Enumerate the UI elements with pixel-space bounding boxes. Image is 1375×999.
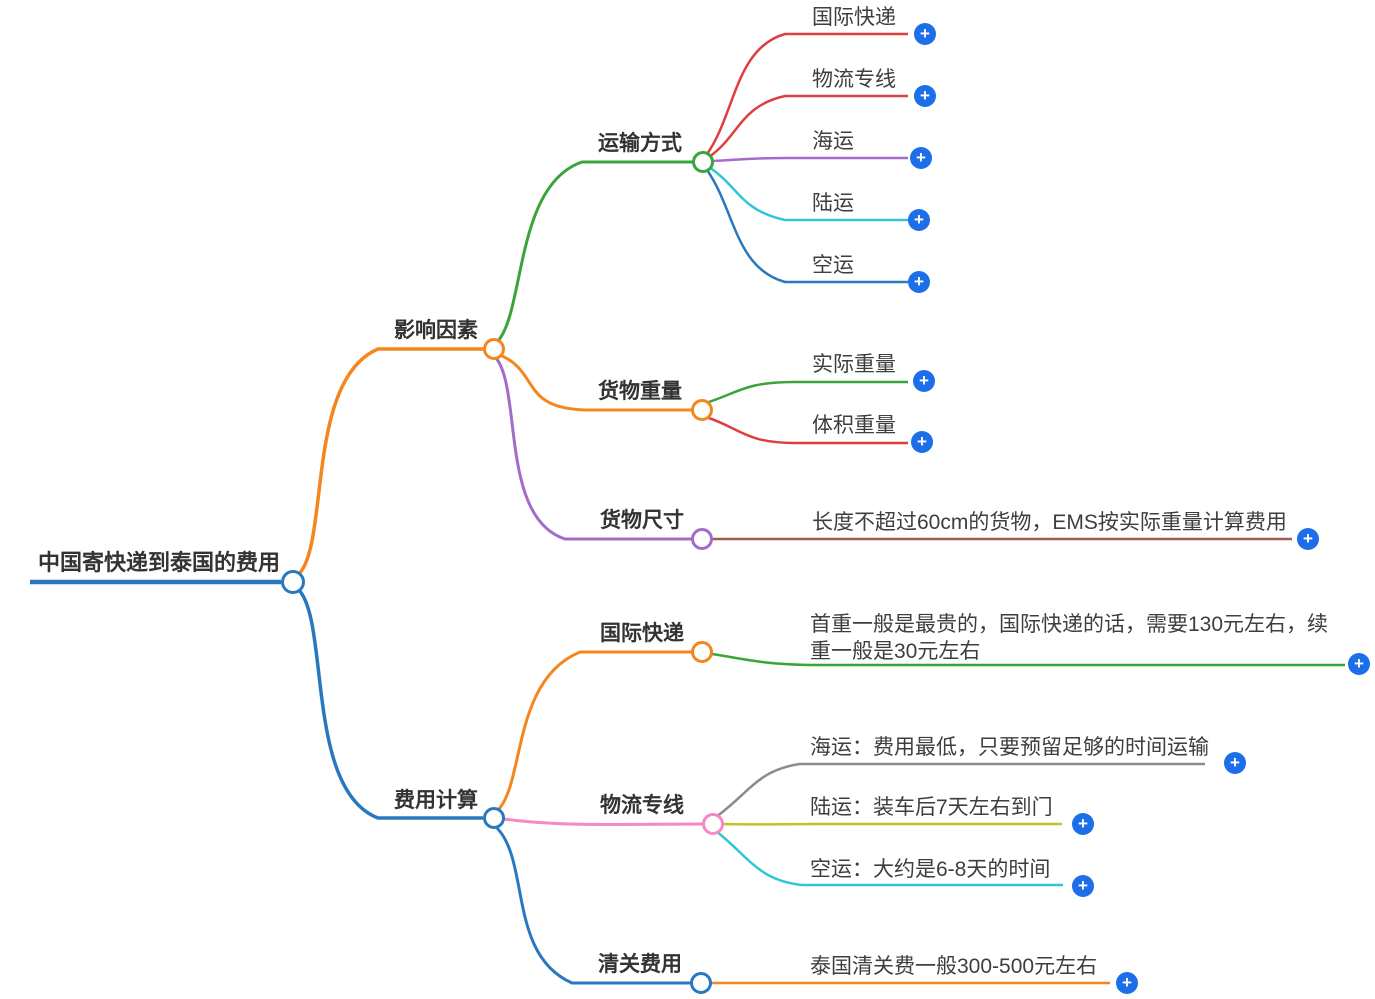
edge-influencing-factors [296, 347, 483, 577]
edge-sea-freight [712, 156, 908, 163]
node-root[interactable]: 中国寄快递到泰国的费用 [38, 550, 281, 575]
add-node-button[interactable]: + [908, 271, 930, 293]
add-node-button[interactable]: + [910, 147, 932, 169]
intl-express-cost-connector[interactable] [691, 641, 713, 663]
node-transport-mode[interactable]: 运输方式 [598, 132, 682, 155]
transport-mode-connector[interactable] [692, 151, 714, 173]
node-intl-express-cost[interactable]: 国际快递 [600, 622, 684, 645]
node-size-note[interactable]: 长度不超过60cm的货物，EMS按实际重量计算费用 [812, 511, 1287, 534]
edge-air-note [715, 830, 1063, 887]
node-air-note[interactable]: 空运：大约是6-8天的时间 [810, 858, 1051, 881]
add-node-button[interactable]: + [908, 209, 930, 231]
edge-cargo-size [494, 357, 692, 541]
add-node-button[interactable]: + [1072, 875, 1094, 897]
node-air-freight[interactable]: 空运 [812, 254, 854, 277]
edge-air-freight [705, 169, 908, 284]
add-node-button[interactable]: + [914, 23, 936, 45]
node-intl-express-note[interactable]: 首重一般是最贵的，国际快递的话，需要130元左右，续重一般是30元左右 [810, 613, 1329, 663]
add-node-button[interactable]: + [1297, 528, 1319, 550]
add-node-button[interactable]: + [914, 85, 936, 107]
add-node-button[interactable]: + [911, 431, 933, 453]
edge-cargo-weight [499, 353, 692, 412]
node-cost-calculation[interactable]: 费用计算 [394, 789, 478, 812]
node-customs-fee[interactable]: 清关费用 [598, 953, 682, 976]
root-connector[interactable] [281, 570, 305, 594]
node-volume-weight[interactable]: 体积重量 [812, 414, 896, 437]
edge-customs-fee [495, 826, 690, 985]
node-logistics-line[interactable]: 物流专线 [812, 68, 896, 91]
node-cargo-size[interactable]: 货物尺寸 [600, 509, 684, 532]
add-node-button[interactable]: + [1116, 972, 1138, 994]
node-sea-note[interactable]: 海运：费用最低，只要预留足够的时间运输 [810, 736, 1209, 759]
node-actual-weight[interactable]: 实际重量 [812, 353, 896, 376]
edge-logistics-line-cost [503, 817, 704, 827]
node-land-freight[interactable]: 陆运 [812, 192, 854, 215]
logistics-line-cost-connector[interactable] [702, 813, 724, 835]
customs-fee-connector[interactable] [690, 972, 712, 994]
node-intl-express[interactable]: 国际快递 [812, 6, 896, 29]
cargo-size-connector[interactable] [691, 528, 713, 550]
add-node-button[interactable]: + [1072, 813, 1094, 835]
edge-intl-express-cost [496, 650, 692, 812]
add-node-button[interactable]: + [1224, 752, 1246, 774]
edge-transport-mode [496, 160, 693, 342]
edge-volume-weight [705, 415, 908, 445]
node-logistics-line-cost[interactable]: 物流专线 [600, 794, 684, 817]
edge-cost-calculation [296, 587, 483, 820]
edge-actual-weight [705, 380, 908, 405]
edge-intl-express-note [711, 652, 1345, 667]
node-influencing-factors[interactable]: 影响因素 [394, 319, 478, 342]
node-land-note[interactable]: 陆运：装车后7天左右到门 [810, 796, 1053, 819]
edge-intl-express [705, 32, 908, 155]
node-sea-freight[interactable]: 海运 [812, 130, 854, 153]
cargo-weight-connector[interactable] [691, 399, 713, 421]
edge-land-freight [708, 165, 908, 222]
add-node-button[interactable]: + [1348, 653, 1370, 675]
node-customs-note[interactable]: 泰国清关费一般300-500元左右 [810, 955, 1098, 978]
cost-calculation-connector[interactable] [483, 807, 505, 829]
node-cargo-weight[interactable]: 货物重量 [598, 380, 682, 403]
edge-logistics-line [708, 94, 908, 159]
influencing-factors-connector[interactable] [483, 338, 505, 360]
edge-sea-note [715, 762, 1205, 819]
add-node-button[interactable]: + [913, 370, 935, 392]
